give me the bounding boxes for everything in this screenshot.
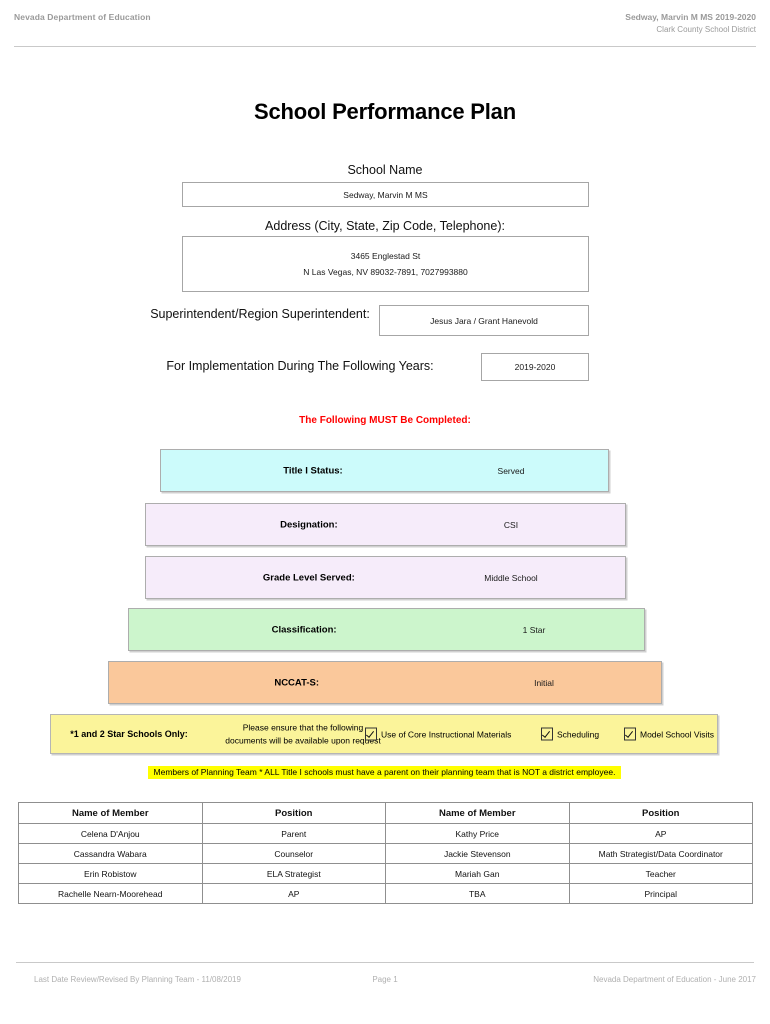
member-name-cell[interactable]: Rachelle Nearn-Moorehead: [18, 883, 203, 904]
title-i-status-value: Served: [497, 465, 525, 476]
table-row: Erin Robistow ELA Strategist Mariah Gan …: [18, 863, 753, 884]
table-row: Rachelle Nearn-Moorehead AP TBA Principa…: [18, 883, 753, 904]
column-header-position-1: Position: [201, 802, 386, 824]
grade-level-label: Grade Level Served:: [262, 572, 355, 583]
assurances-note-line-1: Please ensure that the following: [242, 722, 364, 733]
assurances-note-line-2: documents will be available upon request: [225, 735, 381, 745]
nccat-s-value: Initial: [534, 677, 554, 688]
member-position-cell[interactable]: ELA Strategist: [201, 863, 386, 884]
member-name-cell[interactable]: Cassandra Wabara: [18, 843, 203, 864]
address-line-2: N Las Vegas, NV 89032-7891, 7027993880: [303, 267, 468, 277]
address-label: Address (City, State, Zip Code, Telephon…: [265, 219, 505, 233]
assurance-label-model-school-visits: Model School Visits: [640, 729, 715, 739]
member-position-cell[interactable]: AP: [568, 823, 753, 844]
page-header: Nevada Department of Education Sedway, M…: [0, 12, 770, 50]
table-row: Celena D'Anjou Parent Kathy Price AP: [18, 823, 753, 844]
assurance-checkbox-core-materials[interactable]: Use of Core Instructional Materials: [365, 727, 512, 741]
school-name-value: Sedway, Marvin M MS: [343, 189, 428, 200]
implementation-years-value: 2019-2020: [514, 362, 556, 372]
column-header-position-2: Position: [568, 802, 753, 824]
header-divider: [14, 46, 756, 47]
page-title: School Performance Plan: [254, 99, 516, 124]
header-agency-name: Nevada Department of Education: [14, 12, 151, 22]
school-name-field[interactable]: Sedway, Marvin M MS: [182, 182, 589, 207]
member-name-cell[interactable]: Erin Robistow: [18, 863, 203, 884]
designation-value: CSI: [503, 519, 519, 530]
footer-source: Nevada Department of Education - June 20…: [593, 975, 756, 984]
member-position-cell[interactable]: Teacher: [568, 863, 753, 884]
member-position-cell[interactable]: Principal: [568, 883, 753, 904]
member-position-cell[interactable]: Parent: [201, 823, 386, 844]
implementation-years-label: For Implementation During The Following …: [166, 359, 434, 373]
status-bar-title-i[interactable]: Title I Status: Served: [160, 449, 609, 492]
checkbox-checked-icon[interactable]: [365, 727, 377, 741]
planning-team-banner: Members of Planning Team * ALL Title I s…: [148, 766, 621, 779]
header-district-name: Clark County School District: [656, 25, 756, 34]
classification-value: 1 Star: [522, 624, 546, 635]
assurance-label-scheduling: Scheduling: [557, 729, 600, 739]
school-name-label: School Name: [347, 163, 423, 177]
address-line-1: 3465 Englestad St: [350, 250, 421, 261]
table-header-row: Name of Member Position Name of Member P…: [18, 802, 753, 824]
column-header-name-1: Name of Member: [18, 802, 203, 824]
header-school-year: Sedway, Marvin M MS 2019-2020: [625, 12, 756, 22]
assurances-box: *1 and 2 Star Schools Only: Please ensur…: [50, 714, 718, 754]
title-i-status-label: Title I Status:: [283, 465, 343, 476]
superintendent-value: Jesus Jara / Grant Hanevold: [430, 315, 538, 326]
implementation-years-field[interactable]: 2019-2020: [481, 353, 589, 381]
footer-revision-date: Last Date Review/Revised By Planning Tea…: [34, 975, 241, 984]
superintendent-field[interactable]: Jesus Jara / Grant Hanevold: [379, 305, 589, 336]
status-bar-designation[interactable]: Designation: CSI: [145, 503, 626, 546]
member-name-cell[interactable]: Mariah Gan: [385, 863, 570, 884]
must-complete-notice: The Following MUST Be Completed:: [299, 415, 471, 426]
member-position-cell[interactable]: Math Strategist/Data Coordinator: [568, 843, 753, 864]
status-bar-grade-level[interactable]: Grade Level Served: Middle School: [145, 556, 626, 599]
member-position-cell[interactable]: Counselor: [201, 843, 386, 864]
nccat-s-label: NCCAT-S:: [274, 677, 320, 688]
table-row: Cassandra Wabara Counselor Jackie Steven…: [18, 843, 753, 864]
footer-page-number: Page 1: [372, 975, 398, 984]
footer-divider: [16, 962, 754, 963]
assurances-note: Please ensure that the following documen…: [203, 721, 403, 747]
assurance-checkbox-model-school-visits[interactable]: Model School Visits: [624, 727, 715, 741]
status-bar-classification[interactable]: Classification: 1 Star: [128, 608, 645, 651]
planning-team-table: Name of Member Position Name of Member P…: [18, 802, 753, 904]
assurances-title: *1 and 2 Star Schools Only:: [70, 729, 188, 739]
assurance-checkbox-scheduling[interactable]: Scheduling: [541, 727, 600, 741]
member-name-cell[interactable]: TBA: [385, 883, 570, 904]
assurance-label-core-materials: Use of Core Instructional Materials: [381, 729, 512, 739]
column-header-name-2: Name of Member: [385, 802, 570, 824]
member-name-cell[interactable]: Kathy Price: [385, 823, 570, 844]
superintendent-label: Superintendent/Region Superintendent:: [150, 307, 370, 321]
member-name-cell[interactable]: Celena D'Anjou: [18, 823, 203, 844]
grade-level-value: Middle School: [484, 572, 538, 583]
status-bar-nccat-s[interactable]: NCCAT-S: Initial: [108, 661, 662, 704]
address-field[interactable]: 3465 Englestad St N Las Vegas, NV 89032-…: [182, 236, 589, 292]
member-position-cell[interactable]: AP: [201, 883, 386, 904]
classification-label: Classification:: [271, 624, 337, 635]
member-name-cell[interactable]: Jackie Stevenson: [385, 843, 570, 864]
checkbox-checked-icon[interactable]: [541, 727, 553, 741]
checkbox-checked-icon[interactable]: [624, 727, 636, 741]
designation-label: Designation:: [280, 519, 338, 530]
